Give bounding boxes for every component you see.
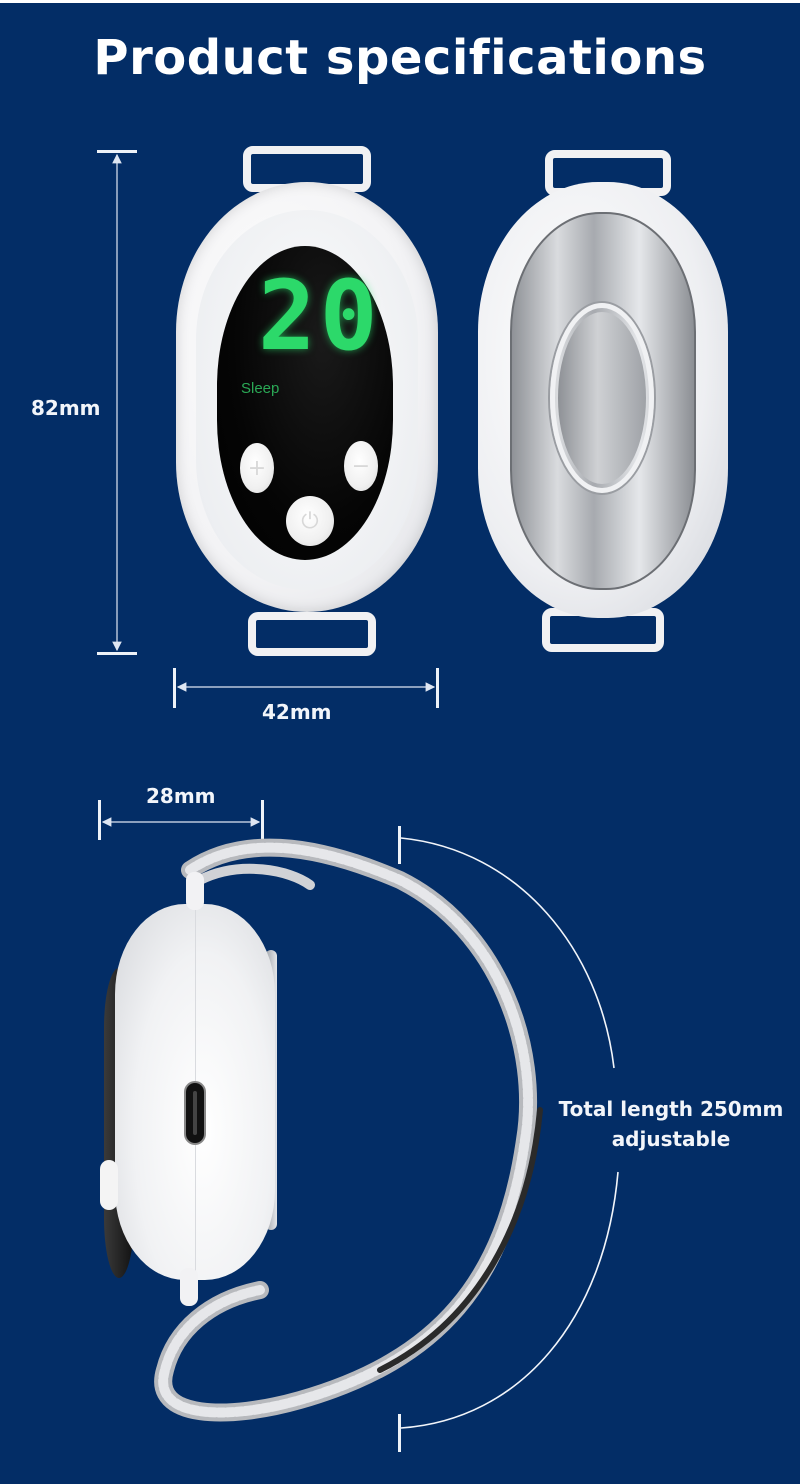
bottom-strap-clip xyxy=(180,1268,198,1306)
power-icon: ⏻ xyxy=(301,508,319,534)
thickness-dimension-icon xyxy=(98,800,264,840)
side-button xyxy=(100,1160,118,1210)
plus-button[interactable]: + xyxy=(240,443,274,493)
top-border xyxy=(0,0,800,3)
electrode-center xyxy=(558,312,646,484)
usb-c-port-icon xyxy=(184,1081,206,1145)
top-strap-clip xyxy=(186,872,204,910)
minus-icon: − xyxy=(351,453,371,479)
electrode-ring xyxy=(550,303,654,493)
strap-adjustable-text: adjustable xyxy=(611,1127,731,1151)
width-dimension-icon xyxy=(173,668,439,708)
width-label: 42mm xyxy=(262,700,332,724)
bottom-strap-loop xyxy=(248,612,376,656)
thickness-label: 28mm xyxy=(146,784,216,808)
strap-length-arc-icon xyxy=(398,826,619,1452)
plus-icon: + xyxy=(247,455,267,481)
power-button[interactable]: ⏻ xyxy=(286,496,334,546)
height-dimension-icon xyxy=(97,150,137,655)
woven-strap-icon xyxy=(154,838,543,1422)
height-label: 82mm xyxy=(31,396,101,420)
strap-length-label: Total length 250mm adjustable xyxy=(551,1094,791,1154)
mode-label: Sleep xyxy=(241,380,280,397)
minus-button[interactable]: − xyxy=(344,441,378,491)
page-title: Product specifications xyxy=(93,30,707,86)
led-display-value: 20 xyxy=(258,260,382,372)
strap-length-text: Total length 250mm xyxy=(558,1097,784,1121)
